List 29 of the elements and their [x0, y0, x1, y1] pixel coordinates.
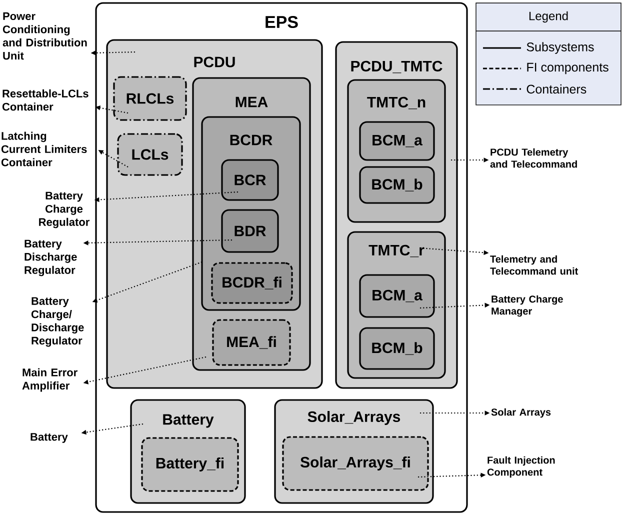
- annotation-text: Fault Injection Component: [487, 456, 555, 478]
- annotation-text: Solar Arrays: [491, 408, 551, 418]
- annotation-text: Main Error Amplifier: [22, 368, 78, 392]
- annotation-text: Battery Discharge Regulator: [24, 240, 77, 276]
- annotation-text: Resettable-LCLs Container: [2, 89, 88, 111]
- legend-title: Legend: [529, 11, 568, 23]
- fault-injection-box: BCDR_fi: [211, 262, 293, 304]
- annotation-text: Power Conditioning and Distribution Unit: [2, 12, 87, 60]
- subsystem-box: BCM_b: [359, 166, 435, 204]
- fault-injection-box: MEA_fi: [212, 319, 291, 366]
- annotation-text: Battery Charge Manager: [492, 295, 563, 317]
- annotation-text: Telemetry and Telecommand unit: [490, 255, 578, 275]
- legend-entry: Containers: [483, 84, 586, 94]
- subsystem-box: BDR: [221, 209, 279, 253]
- annotation-text: Battery Charge Regulator: [39, 192, 90, 228]
- annotation-text: Battery: [30, 433, 68, 443]
- subsystem-box: BCM_b: [359, 327, 435, 370]
- fault-injection-box: Solar_Arrays_fi: [282, 436, 429, 491]
- annotation-text: PCDU Telemetry and Telecommand: [490, 148, 577, 168]
- container-box: RLCLs: [113, 76, 187, 121]
- legend-entry: FI components: [483, 62, 608, 74]
- subsystem-box: BCM_a: [359, 274, 435, 318]
- legend-entry: Subsystems: [483, 42, 594, 54]
- subsystem-box: BCR: [221, 159, 279, 201]
- container-box: LCLs: [117, 133, 183, 176]
- annotation-text: Latching Current Limiters Container: [1, 132, 87, 166]
- fault-injection-box: Battery_fi: [141, 437, 239, 492]
- subsystem-box: BCM_a: [359, 121, 435, 161]
- annotation-text: Battery Charge/ Discharge Regulator: [31, 297, 84, 347]
